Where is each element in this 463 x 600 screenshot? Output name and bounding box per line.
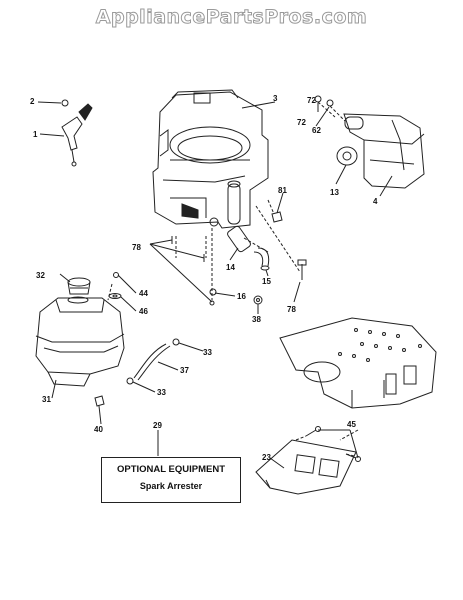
watermark: AppliancePartsPros.com (95, 6, 368, 29)
spark-arrester-label: Spark Arrester (139, 481, 203, 491)
callout-4: 4 (373, 197, 378, 206)
callout-32: 32 (36, 271, 45, 280)
callout-31: 31 (42, 395, 51, 404)
engine-part (152, 89, 269, 229)
callout-72-top: 72 (307, 96, 316, 105)
callout-29: 29 (153, 421, 162, 430)
callout-62: 62 (312, 126, 321, 135)
callout-44: 44 (139, 289, 148, 298)
throttle-control-part (61, 99, 93, 167)
fuel-tank-part (35, 277, 125, 387)
callout-15: 15 (262, 277, 271, 286)
callout-33-top: 33 (203, 348, 212, 357)
callout-1: 1 (33, 130, 38, 139)
fuel-line-part (227, 225, 270, 271)
callout-23: 23 (262, 453, 271, 462)
callout-14: 14 (226, 263, 235, 272)
callout-38: 38 (252, 315, 261, 324)
callout-numbers: 2 1 3 72 72 62 13 4 81 78 14 15 16 38 78… (30, 94, 378, 462)
callout-16: 16 (237, 292, 246, 301)
leader-lines (37, 101, 393, 469)
callout-72: 72 (297, 118, 306, 127)
dashed-leaders (107, 101, 359, 457)
callout-46: 46 (139, 307, 148, 316)
callout-45: 45 (347, 420, 356, 429)
callout-78-right: 78 (287, 305, 296, 314)
muffler-part (314, 95, 425, 189)
callout-37: 37 (180, 366, 189, 375)
spark-arrester-part (255, 426, 361, 495)
callout-2: 2 (30, 97, 35, 106)
optional-equipment-box: OPTIONAL EQUIPMENT Spark Arrester (101, 457, 241, 503)
optional-equipment-title: OPTIONAL EQUIPMENT (116, 464, 226, 475)
chassis-plate-part (279, 317, 437, 409)
callout-81: 81 (278, 186, 287, 195)
callout-33-bottom: 33 (157, 388, 166, 397)
hardware-parts (94, 211, 307, 407)
callout-3: 3 (273, 94, 278, 103)
callout-78: 78 (132, 243, 141, 252)
callout-40: 40 (94, 425, 103, 434)
callout-13: 13 (330, 188, 339, 197)
